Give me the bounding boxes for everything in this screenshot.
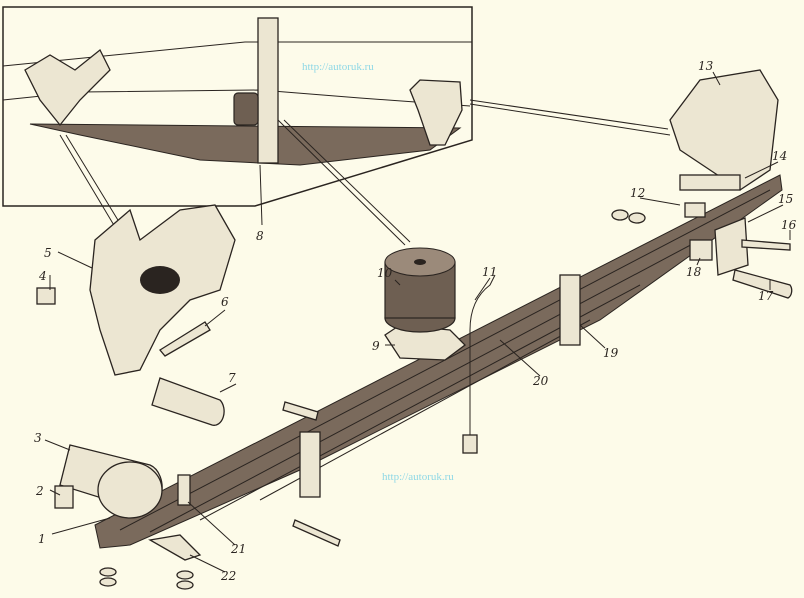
callout-2: 2 — [35, 484, 44, 498]
bolt-17 — [732, 269, 793, 299]
callout-10: 10 — [377, 266, 393, 280]
bolt-6 — [159, 321, 211, 357]
inset-spring — [29, 123, 462, 166]
callout-4: 4 — [38, 269, 47, 283]
plate-15 — [714, 217, 749, 276]
callout-9: 9 — [372, 339, 380, 353]
callout-6: 6 — [221, 295, 229, 309]
watermark-bottom: http://autoruk.ru — [382, 471, 454, 483]
rear-bracket-13 — [669, 69, 779, 191]
callout-1: 1 — [38, 532, 46, 546]
inset-rear-bracket — [409, 79, 463, 146]
nut-4 — [36, 287, 56, 305]
callout-18: 18 — [686, 265, 702, 279]
callout-21: 21 — [230, 542, 246, 556]
callout-20: 20 — [532, 374, 549, 388]
callout-22: 22 — [220, 569, 236, 583]
pad-14 — [679, 174, 741, 191]
bolt-2 — [54, 485, 74, 509]
u-bolt-11 — [469, 274, 496, 440]
pin-7 — [151, 377, 225, 426]
callout-11: 11 — [482, 265, 497, 279]
inset-front-bracket — [24, 48, 111, 127]
callout-14: 14 — [772, 149, 787, 163]
callout-7: 7 — [228, 371, 236, 385]
eye-bracket-1 — [97, 461, 163, 519]
main-leaf-spring — [94, 174, 783, 549]
bracket-22 — [148, 534, 202, 561]
callout-19: 19 — [603, 346, 619, 360]
clamp — [299, 431, 321, 498]
callout-17: 17 — [758, 289, 774, 303]
bushing-18 — [689, 239, 713, 261]
callout-16: 16 — [781, 218, 797, 232]
callout-5: 5 — [44, 246, 52, 260]
bolt-21 — [177, 474, 191, 506]
callout-12: 12 — [630, 186, 645, 200]
callout-15: 15 — [778, 192, 793, 206]
bolt-16 — [741, 239, 791, 251]
inset-shock-absorber — [257, 17, 279, 164]
callout-labels: 1 2 3 4 5 6 7 8 9 10 11 12 13 14 15 16 1… — [34, 59, 797, 583]
inset-bump-stop — [233, 92, 259, 126]
plate-12 — [684, 202, 706, 218]
clamp-19 — [559, 274, 581, 346]
inset-view — [2, 6, 473, 207]
callout-3: 3 — [34, 431, 42, 445]
callout-13: 13 — [698, 59, 714, 73]
callout-8: 8 — [256, 229, 264, 243]
watermark-top: http://autoruk.ru — [302, 61, 374, 73]
